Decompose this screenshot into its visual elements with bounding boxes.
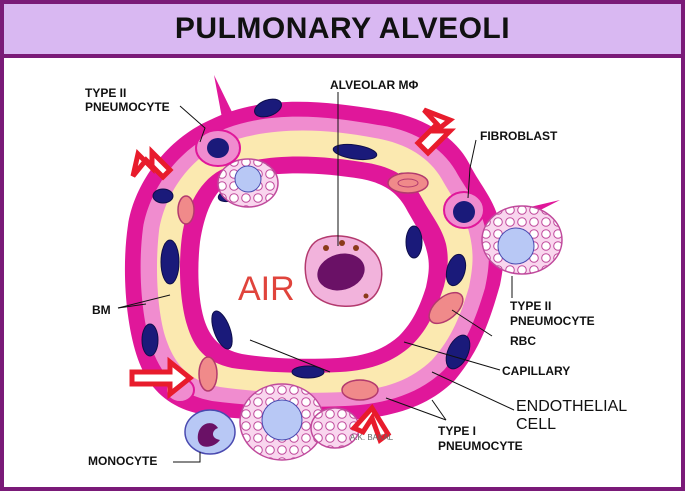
type2-pneumocyte-bottom [239,383,360,461]
label-fibroblast: FIBROBLAST [480,129,558,143]
type2-pneumocyte-right [481,205,563,275]
alveolar-macrophage-cell [304,235,383,307]
label-endothelial-1: ENDOTHELIAL [516,398,627,415]
arrow-top-right [414,107,457,157]
arrow-bottom-right [349,403,392,445]
arrow-bottom-left [129,356,195,400]
label-type2-right-1: TYPE II [510,299,551,313]
pointer-arrows [129,107,457,445]
label-capillary: CAPILLARY [502,364,570,378]
label-rbc: RBC [510,334,536,348]
page-title: PULMONARY ALVEOLI [174,12,511,45]
monocyte-cell [184,409,236,455]
label-type2-top-2: PNEUMOCYTE [85,100,170,114]
leader-lines [117,92,515,463]
label-type2-top-1: TYPE II [85,86,126,100]
label-type1-2: PNEUMOCYTE [438,439,523,453]
label-endothelial-2: CELL [516,416,556,433]
author-signature: A.K. BAKAL [350,433,394,442]
label-alveolar-macrophage: ALVEOLAR MΦ [330,78,418,92]
label-type2-right-2: PNEUMOCYTE [510,314,595,328]
type2-pneumocyte-top [217,158,279,208]
label-bm: BM [92,303,111,317]
label-air: AIR [238,270,295,308]
arrow-top-left [130,145,174,181]
label-monocyte: MONOCYTE [88,454,157,468]
red-blood-cells [177,172,464,401]
label-type1-1: TYPE I [438,424,476,438]
wall-spike-top [214,75,232,118]
fibroblast-cells [165,129,485,403]
title-bar: PULMONARY ALVEOLI [4,4,681,58]
